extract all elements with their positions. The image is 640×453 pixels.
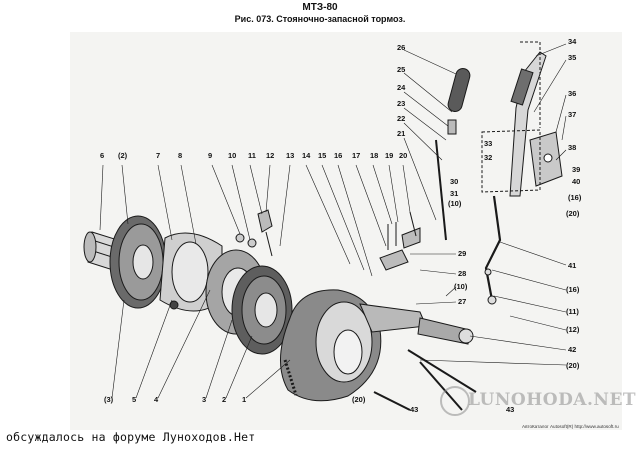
callout-c15: 15 — [318, 151, 326, 160]
callout-c24: 24 — [397, 83, 406, 92]
cam-lever — [359, 303, 474, 345]
callout-c17: 17 — [352, 151, 360, 160]
callout-c22: 22 — [397, 114, 405, 123]
vertical-pull-rod — [484, 195, 502, 305]
watermark-logo — [440, 386, 470, 416]
callout-c31: 31 — [450, 189, 458, 198]
callout-c20c: (20) — [566, 361, 580, 370]
callout-c43: 43 — [410, 405, 418, 414]
callout-c38: 38 — [568, 143, 576, 152]
model-title: МТЗ-80 — [302, 2, 338, 13]
callout-c19: 19 — [385, 151, 393, 160]
catalog-credit: АвтоКаталог Autosoft(R) http://www.autos… — [522, 424, 619, 429]
callout-c21: 21 — [397, 129, 405, 138]
lever-assembly-outline — [481, 129, 541, 193]
callout-c1: 1 — [242, 395, 246, 404]
callout-c7: 7 — [156, 151, 160, 160]
brake-housing — [279, 289, 382, 402]
callout-c3: 3 — [202, 395, 206, 404]
hand-brake-lever — [509, 51, 563, 197]
callout-c43b: 43 — [506, 405, 514, 414]
callout-c12: 12 — [266, 151, 274, 160]
callout-c6: 6 — [100, 151, 104, 160]
callout-c25: 25 — [397, 65, 405, 74]
leader-dashed-link — [520, 41, 541, 128]
lever-grip — [435, 68, 471, 241]
callout-c9: 9 — [208, 151, 212, 160]
callout-c27: 27 — [458, 297, 466, 306]
friction-disc-left — [109, 215, 167, 309]
callout-c11b: (11) — [566, 307, 579, 316]
callout-c4: 4 — [154, 395, 159, 404]
callout-c10c: (10) — [448, 199, 462, 208]
callout-c40: 40 — [572, 177, 580, 186]
callout-c36: 36 — [568, 89, 576, 98]
callout-c42: 42 — [568, 345, 576, 354]
callout-c33: 33 — [484, 139, 492, 148]
callout-c18: 18 — [370, 151, 378, 160]
figure-caption: Рис. 073. Стояночно-запасной тормоз. — [234, 14, 406, 24]
site-watermark: LUNOHODA.NET — [468, 390, 637, 410]
callout-c32: 32 — [484, 153, 492, 162]
callout-c16c: (16) — [566, 285, 580, 294]
release-bracket — [379, 211, 421, 271]
callout-c28: 28 — [458, 269, 466, 278]
callout-c11: 11 — [248, 151, 256, 160]
callout-c5: 5 — [132, 395, 136, 404]
callout-c20d: (20) — [352, 395, 366, 404]
leader-lines — [99, 43, 567, 399]
callout-c10b: (10) — [454, 282, 468, 291]
callout-c37: 37 — [568, 110, 576, 119]
adjuster-fasteners — [235, 209, 273, 257]
callout-c35: 35 — [568, 53, 576, 62]
callout-c34: 34 — [568, 37, 577, 46]
callout-c20: 20 — [399, 151, 407, 160]
callout-c10: 10 — [228, 151, 236, 160]
callout-c26: 26 — [397, 43, 405, 52]
callout-c30: 30 — [450, 177, 458, 186]
callout-c8: 8 — [178, 151, 182, 160]
callout-c16: 16 — [334, 151, 342, 160]
callout-c2: 2 — [222, 395, 226, 404]
forum-footer-text: обсуждалось на форуме Луноходов.Нет — [6, 430, 256, 444]
callout-c2b: (2) — [118, 151, 128, 160]
callout-c41: 41 — [568, 261, 576, 270]
callout-c29: 29 — [458, 249, 466, 258]
callout-c20b: (20) — [566, 209, 580, 218]
callout-c13: 13 — [286, 151, 294, 160]
callout-c39: 39 — [572, 165, 580, 174]
callout-c14: 14 — [302, 151, 311, 160]
callout-c3b: (3) — [104, 395, 114, 404]
callout-c23: 23 — [397, 99, 405, 108]
friction-disc-right — [231, 265, 293, 355]
callout-c16b: (16) — [568, 193, 582, 202]
callout-c12b: (12) — [566, 325, 580, 334]
